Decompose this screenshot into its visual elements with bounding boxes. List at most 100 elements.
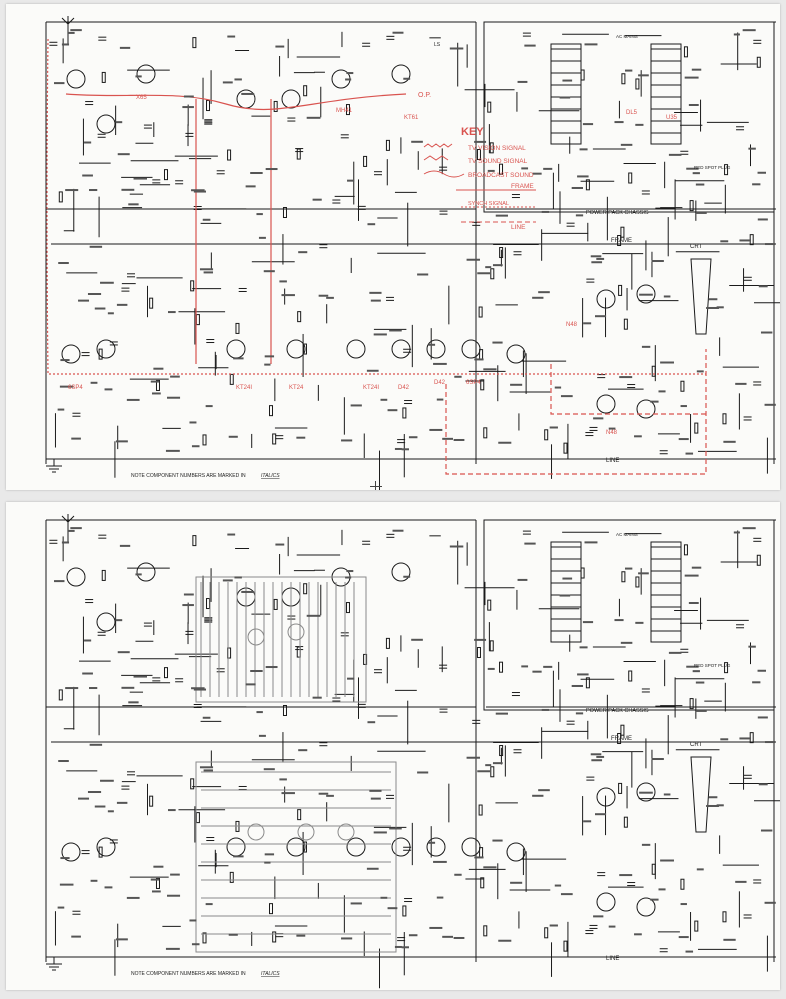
transformer-symbol bbox=[650, 541, 682, 643]
component-value-label bbox=[641, 345, 651, 348]
component-value-label bbox=[591, 759, 603, 762]
component-value-label bbox=[577, 673, 589, 676]
component-value-label bbox=[346, 570, 354, 573]
crt-symbol bbox=[690, 258, 712, 335]
component-value-label bbox=[583, 322, 592, 325]
component-value-label bbox=[560, 893, 573, 896]
component-value-label bbox=[126, 896, 140, 899]
component-value-label bbox=[227, 533, 236, 536]
resistor-symbol bbox=[620, 724, 625, 736]
component-value-label bbox=[60, 857, 70, 860]
component-value-label bbox=[57, 906, 65, 909]
valve-symbol bbox=[426, 339, 446, 359]
component-value-label bbox=[571, 186, 583, 189]
resistor-symbol bbox=[206, 598, 211, 610]
component-value-label bbox=[296, 436, 306, 439]
resistor-symbol bbox=[273, 598, 278, 610]
component-value-label bbox=[651, 758, 664, 761]
key-item-frame: FRAME bbox=[511, 183, 534, 190]
component-value-label bbox=[394, 945, 402, 948]
component-value-label bbox=[498, 939, 512, 942]
component-value-label bbox=[151, 392, 161, 395]
resistor-symbol bbox=[628, 670, 633, 682]
valve-symbol bbox=[236, 89, 256, 109]
component-value-label bbox=[584, 541, 598, 544]
component-value-label bbox=[193, 190, 207, 193]
component-value-label bbox=[684, 76, 699, 79]
component-value-label bbox=[678, 936, 689, 939]
resistor-symbol bbox=[479, 847, 484, 859]
component-value-label bbox=[121, 188, 135, 191]
component-value-label bbox=[532, 172, 542, 175]
component-value-label bbox=[345, 78, 352, 81]
component-value-label bbox=[517, 578, 528, 581]
resistor-symbol bbox=[489, 640, 494, 652]
component-value-label bbox=[191, 445, 200, 448]
component-value-label bbox=[347, 677, 355, 680]
component-value-label bbox=[115, 938, 128, 941]
crt-symbol bbox=[690, 756, 712, 833]
component-value-label bbox=[151, 890, 161, 893]
valve-symbol bbox=[136, 562, 156, 582]
component-value-label bbox=[279, 280, 287, 283]
component-value-label bbox=[571, 684, 583, 687]
component-value-label bbox=[387, 409, 398, 412]
component-value-label bbox=[234, 78, 242, 81]
component-value-label bbox=[150, 380, 160, 383]
component-value-label bbox=[233, 855, 244, 858]
component-value-label bbox=[205, 405, 213, 408]
component-value-label bbox=[107, 810, 114, 813]
component-value-label bbox=[543, 665, 553, 668]
component-value-label bbox=[202, 218, 211, 221]
component-value-label bbox=[65, 687, 79, 690]
valve-symbol bbox=[391, 562, 411, 582]
component-value-label bbox=[241, 92, 255, 95]
component-value-label bbox=[660, 361, 674, 364]
component-value-label bbox=[483, 866, 497, 869]
component-value-label bbox=[524, 44, 536, 47]
component-value-label bbox=[258, 236, 266, 239]
valve-symbol bbox=[346, 339, 366, 359]
signal-path-synch bbox=[46, 38, 706, 375]
component-value-label bbox=[264, 355, 275, 358]
component-value-label bbox=[115, 619, 123, 622]
mains-label: AC MAINS bbox=[616, 532, 638, 537]
component-value-label bbox=[635, 621, 644, 624]
component-value-label bbox=[403, 575, 411, 578]
resistor-symbol bbox=[694, 422, 699, 434]
resistor-symbol bbox=[163, 667, 168, 679]
resistor-symbol bbox=[478, 306, 483, 318]
resistor-symbol bbox=[722, 911, 727, 923]
valve-symbol bbox=[346, 837, 366, 857]
valve-symbol bbox=[636, 284, 656, 304]
signal-path-line bbox=[445, 349, 707, 475]
valve-symbol bbox=[96, 339, 116, 359]
resistor-symbol bbox=[483, 427, 488, 439]
resistor-symbol bbox=[190, 778, 195, 790]
valve-symbol bbox=[247, 823, 265, 841]
resistor-symbol bbox=[195, 314, 200, 326]
component-value-label bbox=[279, 778, 287, 781]
component-value-label bbox=[658, 888, 666, 891]
resistor-symbol bbox=[98, 846, 103, 858]
registration-mark bbox=[370, 481, 382, 490]
component-value-label bbox=[686, 665, 699, 668]
component-value-label bbox=[748, 147, 756, 150]
component-value-label bbox=[392, 31, 404, 34]
resistor-symbol bbox=[402, 905, 407, 917]
note: NOTE COMPONENT NUMBERS ARE MARKED IN ITA… bbox=[131, 473, 280, 479]
resistor-symbol bbox=[544, 429, 549, 441]
key-item-synch: SYNCH SIGNAL bbox=[468, 201, 509, 207]
component-value-label bbox=[67, 31, 75, 34]
component-value-label bbox=[492, 264, 503, 267]
component-value-label bbox=[183, 95, 194, 98]
component-value-label bbox=[735, 880, 747, 883]
component-value-label bbox=[668, 651, 682, 654]
component-value-label bbox=[492, 341, 503, 344]
component-value-label bbox=[658, 390, 666, 393]
component-value-label bbox=[579, 646, 588, 649]
component-value-label bbox=[635, 123, 644, 126]
component-value-label bbox=[708, 796, 718, 799]
resistor-symbol bbox=[689, 200, 694, 212]
resistor-symbol bbox=[722, 413, 727, 425]
